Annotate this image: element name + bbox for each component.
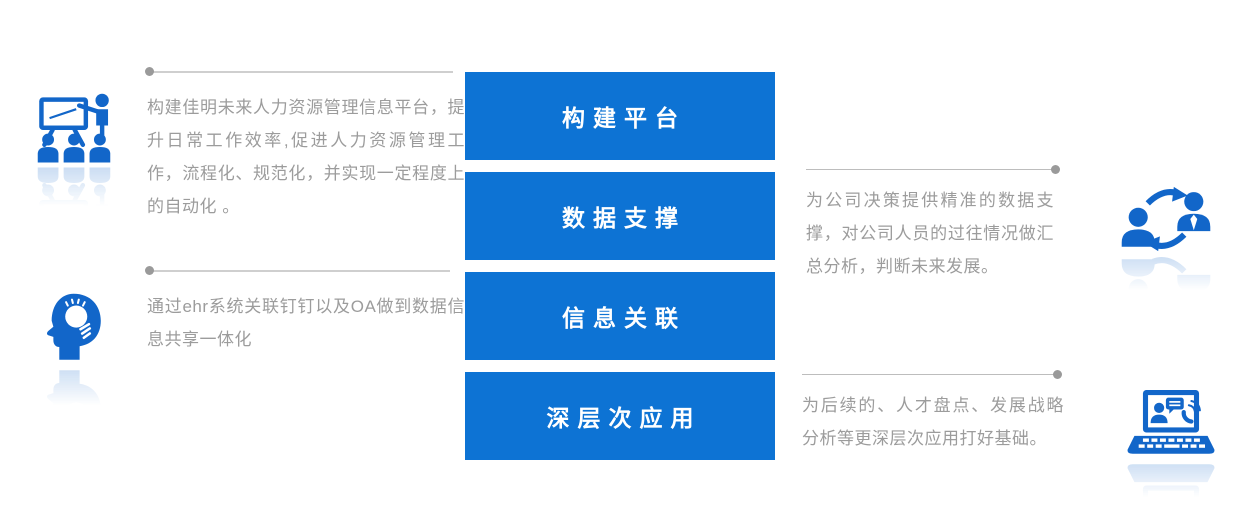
laptop-communication-icon-reflection [1127, 464, 1215, 528]
left-separator-2 [145, 266, 450, 275]
idea-head-lightbulb-icon-reflection [47, 370, 101, 437]
idea-head-lightbulb-icon [38, 292, 106, 438]
left-separator-1 [145, 67, 453, 76]
right-separator-2 [802, 370, 1062, 379]
laptop-communication-icon-art [1127, 390, 1215, 454]
stage-box-build-platform: 构建平台 [465, 72, 775, 160]
laptop-communication-icon [1124, 390, 1218, 528]
right-paragraph-1: 为公司决策提供精准的数据支撑，对公司人员的过往情况做汇总分析，判断未来发展。 [806, 191, 1054, 276]
people-exchange-icon [1118, 186, 1214, 320]
separator-dot [1053, 370, 1062, 379]
left-paragraph-2: 通过ehr系统关联钉钉以及OA做到数据信息共享一体化 [147, 297, 465, 349]
separator-dot [145, 266, 154, 275]
idea-head-lightbulb-icon-art [47, 293, 101, 360]
presentation-training-icon [33, 90, 115, 240]
people-exchange-icon-art [1121, 186, 1211, 252]
separator-dot [1051, 165, 1060, 174]
right-paragraph-2: 为后续的、人才盘点、发展战略分析等更深层次应用打好基础。 [802, 396, 1064, 448]
stage-box-deep-application: 深层次应用 [465, 372, 775, 460]
left-paragraph-1: 构建佳明未来人力资源管理信息平台，提升日常工作效率,促进人力资源管理工作，流程化… [147, 98, 465, 216]
stage-box-info-link: 信息关联 [465, 272, 775, 360]
separator-dot [145, 67, 154, 76]
stage-box-data-support: 数据支撑 [465, 172, 775, 260]
presentation-training-icon-reflection [37, 167, 111, 237]
people-exchange-icon-reflection [1121, 257, 1211, 317]
right-separator-1 [806, 165, 1060, 174]
presentation-training-icon-art [37, 93, 111, 163]
